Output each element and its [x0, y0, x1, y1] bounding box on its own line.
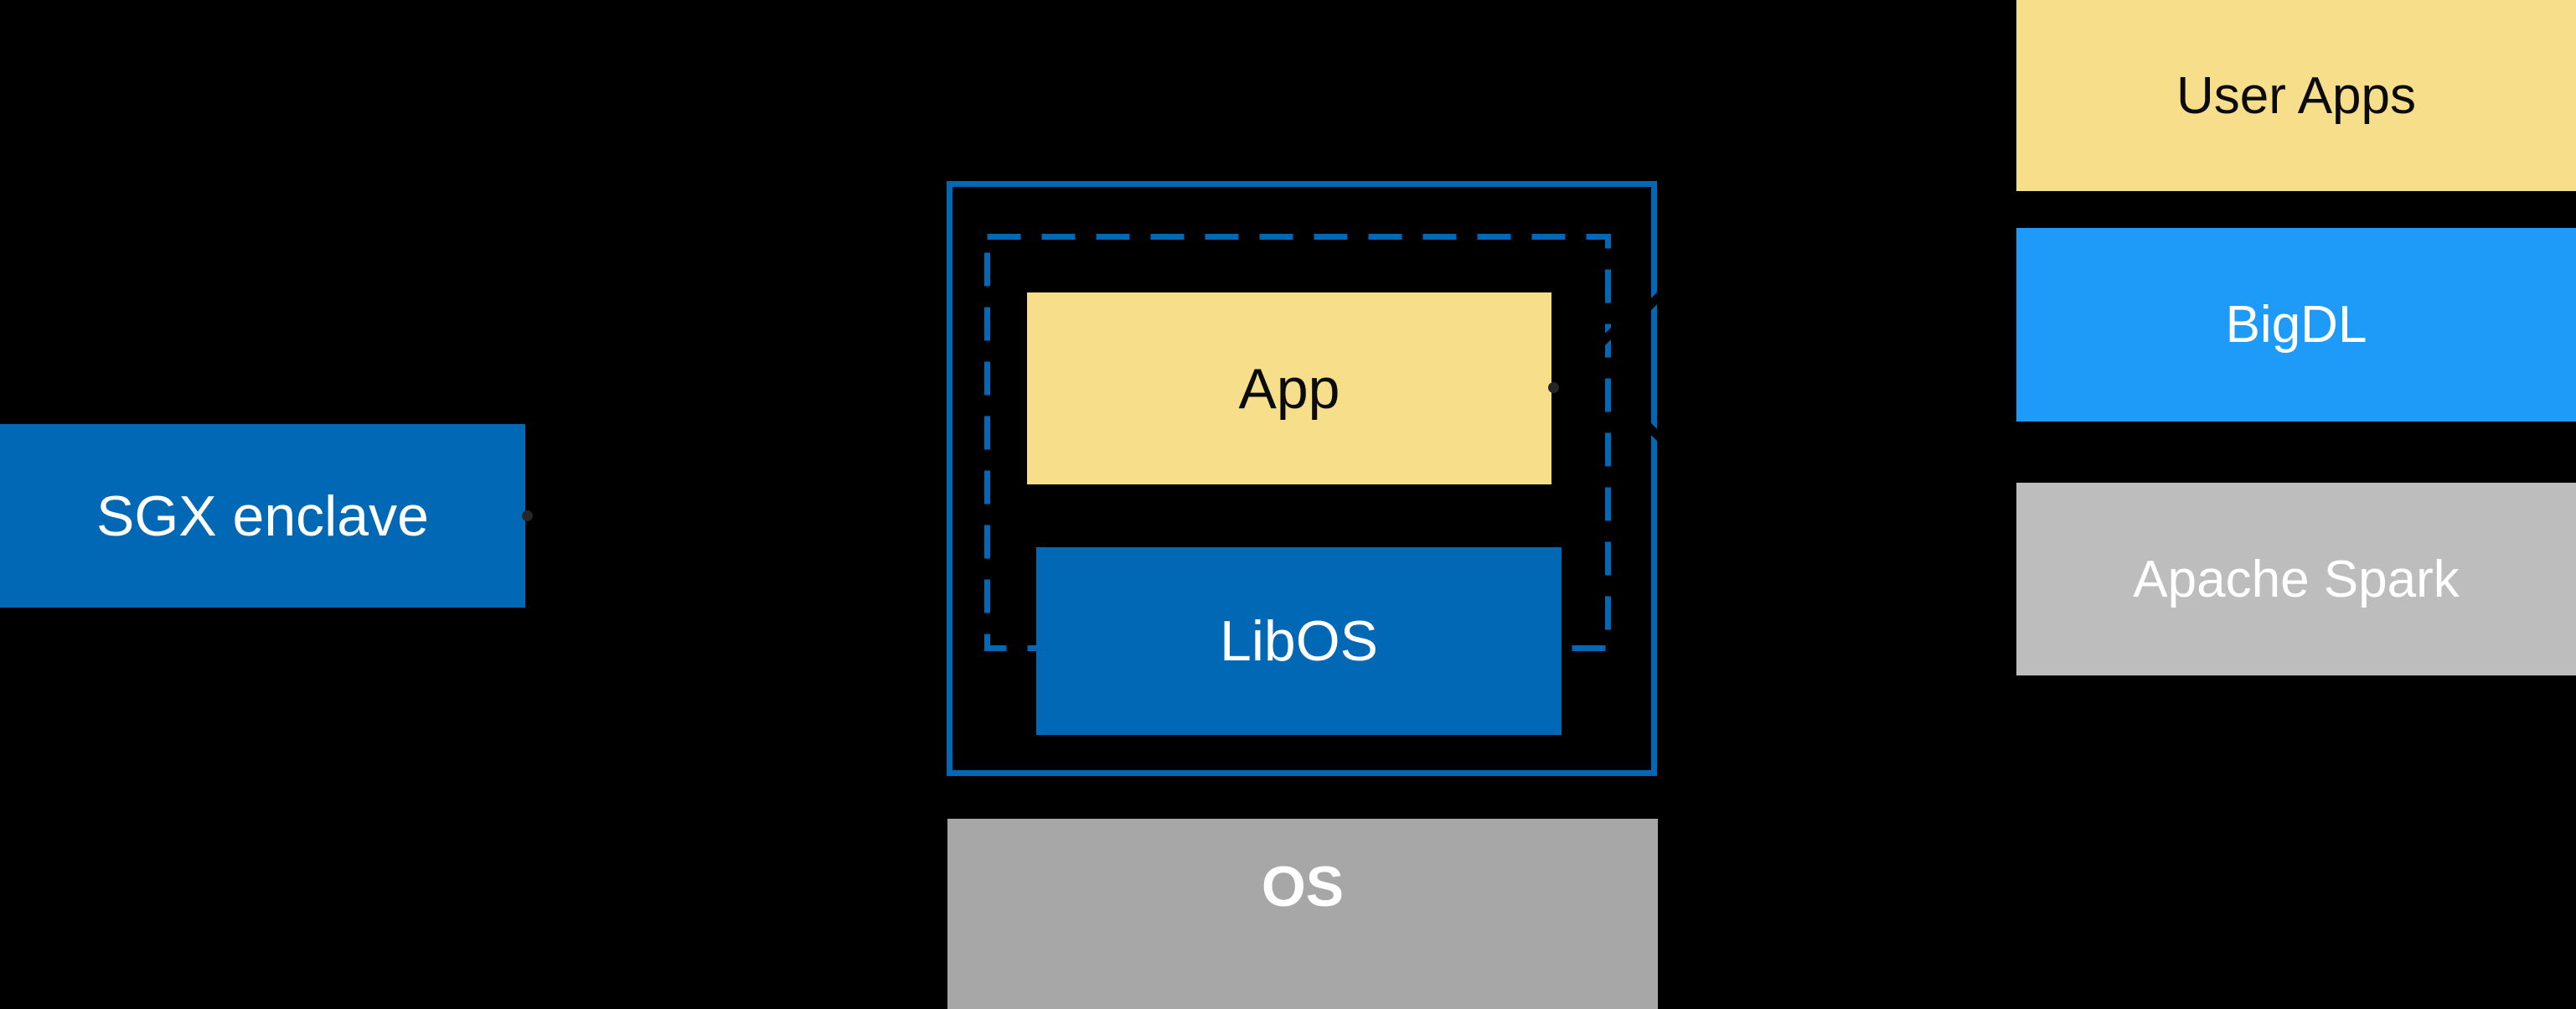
connector-remnant-dot-sgx [522, 510, 533, 521]
sgx-enclave-box: SGX enclave [0, 424, 525, 608]
app-label: App [1238, 356, 1340, 421]
connector-remnant-dot-app [1548, 382, 1559, 393]
libos-label: LibOS [1220, 609, 1378, 673]
apache-spark-label: Apache Spark [2133, 550, 2460, 608]
user-apps-box: User Apps [2016, 0, 2576, 191]
os-label: OS [1261, 855, 1345, 918]
enclave-dashed-border [984, 234, 1611, 651]
sgx-enclave-label: SGX enclave [96, 484, 429, 548]
bigdl-label: BigDL [2225, 296, 2367, 354]
bigdl-box: BigDL [2016, 228, 2576, 422]
os-box: OS [947, 819, 1658, 1009]
apache-spark-box: Apache Spark [2016, 483, 2576, 675]
user-apps-label: User Apps [2176, 66, 2417, 125]
enclave-dashed-border-rect [984, 234, 1611, 651]
enclave-container-border [947, 181, 1657, 776]
libos-box: LibOS [1036, 547, 1562, 735]
app-box: App [1027, 292, 1551, 484]
